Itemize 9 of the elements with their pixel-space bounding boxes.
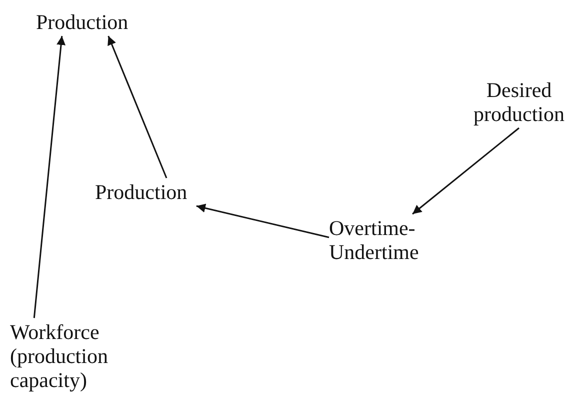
arrow: [196, 204, 330, 238]
arrow: [33, 36, 66, 318]
node-label: Overtime- Undertime: [329, 216, 420, 264]
arrow: [108, 36, 168, 178]
node-label: Production: [95, 180, 188, 204]
node-label: Workforce (production capacity): [10, 320, 109, 392]
arrow: [412, 127, 520, 215]
node-label: Production: [36, 10, 130, 34]
node-label: Desired production: [472, 78, 566, 126]
